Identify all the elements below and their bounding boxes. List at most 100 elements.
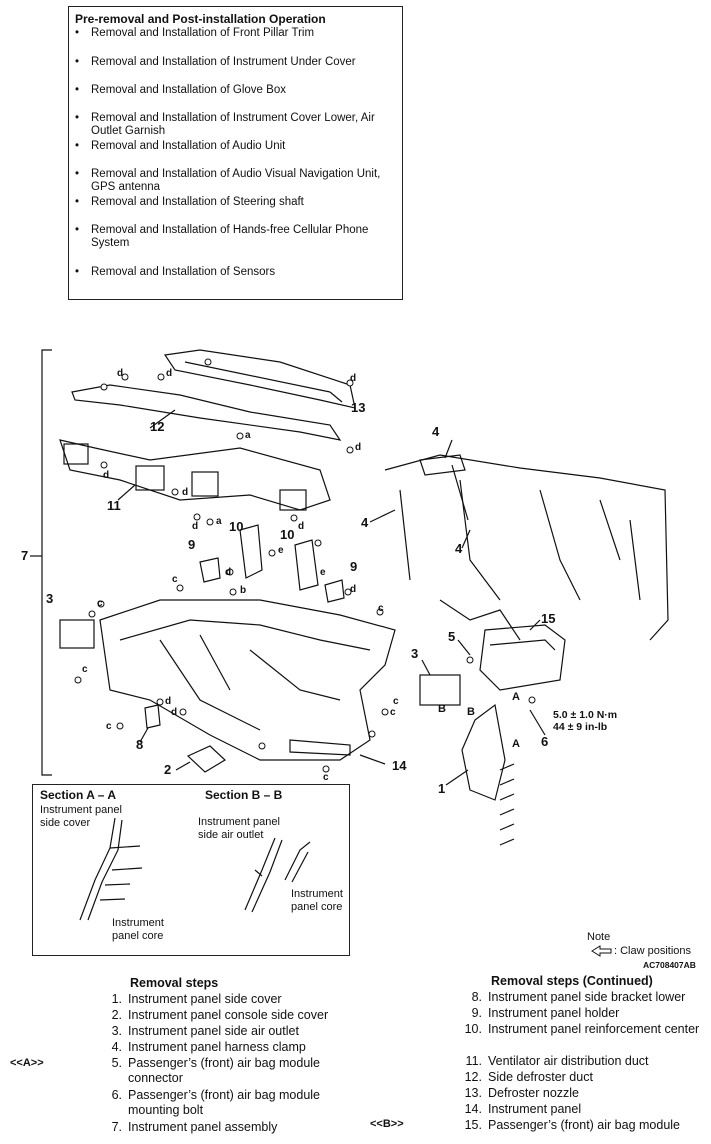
- fastener-a: a: [216, 516, 222, 527]
- fastener-c: d: [350, 373, 357, 384]
- step-item: 2.Instrument panel console side cover: [111, 1008, 329, 1022]
- panel-holder: [199, 557, 221, 583]
- procedure-tag-b: <<B>>: [370, 1118, 404, 1130]
- fastener-c: d: [192, 521, 199, 532]
- callout-4: 4: [432, 424, 440, 439]
- instrument-panel-harness: [384, 454, 669, 641]
- side-bracket-lower: [144, 704, 161, 729]
- callout-6: 6: [541, 734, 549, 749]
- step-item: 11.Ventilator air distribution duct: [465, 1054, 649, 1068]
- callout-1: 1: [438, 781, 446, 796]
- step-item: 5.Passenger’s (front) air bag module con…: [111, 1056, 320, 1085]
- callout-13: 13: [351, 400, 366, 415]
- callout-4: 4: [361, 515, 369, 530]
- removal-steps-continued-heading: Removal steps (Continued): [491, 974, 653, 988]
- pre-item: •Removal and Installation of Audio Visua…: [75, 168, 381, 193]
- reinforcement-center: [239, 524, 263, 579]
- reinforcement-center: [294, 539, 319, 591]
- section-box: [32, 784, 350, 956]
- callout-10: 10: [229, 519, 244, 534]
- callout-10: 10: [280, 527, 295, 542]
- pre-removal-box: [68, 6, 403, 300]
- callout-3: 3: [46, 591, 54, 606]
- section-b-label-outlet: Instrument panel side air outlet: [198, 816, 280, 841]
- section-b-label-core: Instrument panel core: [291, 888, 343, 913]
- fastener-c: d: [298, 521, 305, 532]
- pre-item: •Removal and Installation of Steering sh…: [75, 196, 304, 208]
- callout-8: 8: [136, 737, 144, 752]
- fastener-a: a: [245, 430, 251, 441]
- fastener-d: c: [82, 664, 88, 675]
- fastener-c: d: [225, 567, 232, 578]
- step-item: 4.Instrument panel harness clamp: [111, 1040, 306, 1054]
- step-item: 6.Passenger’s (front) air bag module mou…: [111, 1088, 320, 1117]
- fastener-d: c: [323, 772, 329, 783]
- section-mark-a: A: [512, 691, 520, 703]
- instrument-panel: [99, 599, 396, 761]
- fastener-c: d: [171, 707, 178, 718]
- callout-14: 14: [392, 758, 407, 773]
- step-item: 14.Instrument panel: [464, 1102, 582, 1116]
- section-a-title: Section A – A: [40, 788, 117, 802]
- callout-9: 9: [350, 559, 358, 574]
- pre-item: •Removal and Installation of Audio Unit: [75, 140, 286, 152]
- fastener-b: b: [240, 585, 247, 596]
- removal-steps-heading: Removal steps: [130, 976, 219, 990]
- assembly-bracket: [41, 349, 52, 776]
- procedure-tag-a: <<A>>: [10, 1057, 44, 1069]
- fastener-c: d: [103, 470, 110, 481]
- fastener-d: c: [172, 574, 178, 585]
- instrument-panel-side-cover: [461, 703, 506, 801]
- callout-5: 5: [448, 629, 456, 644]
- pre-item: •Removal and Installation of Hands-free …: [75, 224, 369, 249]
- figure-code: AC708407AB: [643, 960, 696, 970]
- section-a-label-side-cover: Instrument panel side cover: [40, 804, 122, 829]
- pre-item: •Removal and Installation of Instrument …: [75, 56, 356, 68]
- step-item: 15.Passenger’s (front) air bag module: [464, 1118, 680, 1132]
- side-air-outlet: [419, 674, 461, 706]
- fastener-c: d: [355, 442, 362, 453]
- fastener-c: d: [117, 368, 124, 379]
- pre-removal-title: Pre-removal and Post-installation Operat…: [75, 12, 326, 26]
- fastener-d: c: [378, 603, 384, 614]
- section-b-title: Section B – B: [205, 788, 283, 802]
- callout-3: 3: [411, 646, 419, 661]
- callout-12: 12: [150, 419, 165, 434]
- fastener-c: d: [166, 368, 173, 379]
- note-title: Note: [587, 931, 611, 943]
- fastener-d: c: [97, 598, 103, 609]
- step-item: 10.Instrument panel reinforcement center: [464, 1022, 700, 1036]
- step-item: 8.Instrument panel side bracket lower: [471, 990, 686, 1004]
- claw-arrow-icon: [591, 945, 612, 957]
- step-item: 1.Instrument panel side cover: [111, 992, 282, 1006]
- section-mark-b: B: [438, 703, 446, 715]
- torque-inlb: 44 ± 9 in-lb: [553, 721, 608, 733]
- panel-holder: [324, 579, 345, 603]
- section-mark-b: B: [467, 706, 475, 718]
- note-claw-positions: : Claw positions: [614, 945, 692, 957]
- fastener-e: e: [320, 567, 326, 578]
- fastener-d: c: [390, 707, 396, 718]
- section-mark-a: A: [512, 738, 520, 750]
- ventilator-duct: [59, 439, 331, 511]
- step-item: 7.Instrument panel assembly: [111, 1120, 278, 1134]
- step-item: 12.Side defroster duct: [464, 1070, 593, 1084]
- torque-nm: 5.0 ± 1.0 N·m: [553, 709, 618, 721]
- callout-7: 7: [21, 548, 29, 563]
- pre-item: •Removal and Installation of Instrument …: [75, 112, 375, 137]
- section-a-label-core: Instrument panel core: [112, 917, 164, 942]
- passenger-airbag-module: [479, 624, 566, 691]
- callout-4: 4: [455, 541, 463, 556]
- fastener-c: d: [165, 696, 172, 707]
- step-item: 9.Instrument panel holder: [471, 1006, 620, 1020]
- fastener-e: e: [278, 545, 284, 556]
- fastener-d: c: [106, 721, 112, 732]
- pre-item: •Removal and Installation of Glove Box: [75, 84, 286, 96]
- side-air-outlet: [59, 619, 95, 649]
- callout-2: 2: [164, 762, 172, 777]
- pre-item: •Removal and Installation of Sensors: [75, 266, 276, 278]
- pre-item: •Removal and Installation of Front Pilla…: [75, 27, 315, 39]
- step-item: 13.Defroster nozzle: [464, 1086, 580, 1100]
- fastener-d: c: [393, 696, 399, 707]
- defroster-nozzle: [163, 349, 356, 409]
